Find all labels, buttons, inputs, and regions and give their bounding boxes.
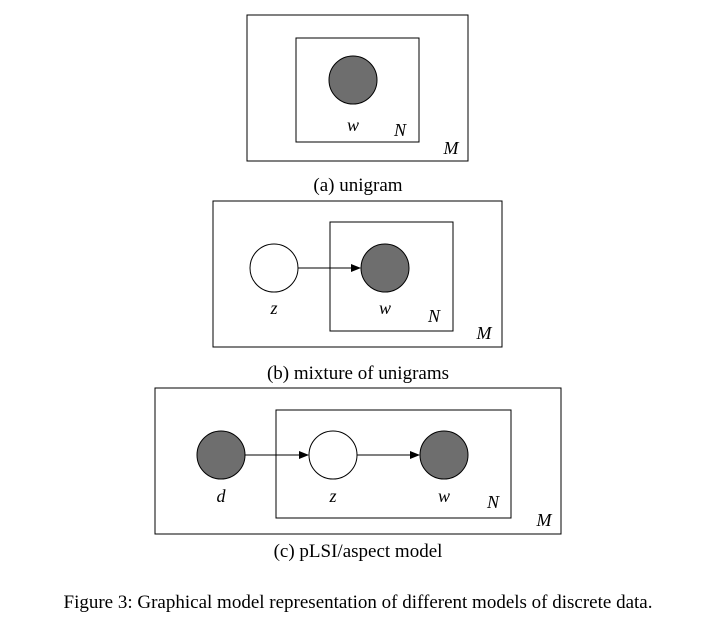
plate-inner-words (295, 37, 420, 143)
node-d-observed (196, 430, 246, 480)
node-z-latent (249, 243, 299, 293)
plate-inner-words (329, 221, 454, 332)
plate-label-m: M (536, 510, 553, 530)
node-label-z: z (269, 298, 277, 318)
node-label-z: z (328, 486, 336, 506)
panel-mixture-of-unigrams: z w N M (b) mixture of unigrams (212, 200, 503, 384)
node-z-latent (308, 430, 358, 480)
node-w-observed (328, 55, 378, 105)
plate-label-n: N (486, 492, 500, 512)
plate-label-n: N (427, 306, 441, 326)
plate-label-n: N (393, 120, 407, 140)
panel-plsi-aspect-model: d z w N M (c) pLSI/aspect model (154, 387, 562, 562)
plate-label-m: M (476, 323, 493, 343)
plate-outer-documents (212, 200, 503, 348)
panel-unigram: w N M (a) unigram (246, 14, 469, 196)
node-label-w: w (379, 298, 391, 318)
plate-inner-words (275, 409, 512, 519)
panel-caption-b: (b) mixture of unigrams (267, 363, 449, 384)
node-label-w: w (438, 486, 450, 506)
node-w-observed (419, 430, 469, 480)
panel-caption-c: (c) pLSI/aspect model (274, 541, 443, 562)
plate-label-m: M (443, 138, 460, 158)
panel-caption-a: (a) unigram (313, 175, 402, 196)
plate-outer-documents (246, 14, 469, 162)
plate-outer-documents (154, 387, 562, 535)
node-label-w: w (347, 115, 359, 135)
figure-caption: Figure 3: Graphical model representation… (64, 592, 653, 613)
node-label-d: d (217, 486, 227, 506)
node-w-observed (360, 243, 410, 293)
